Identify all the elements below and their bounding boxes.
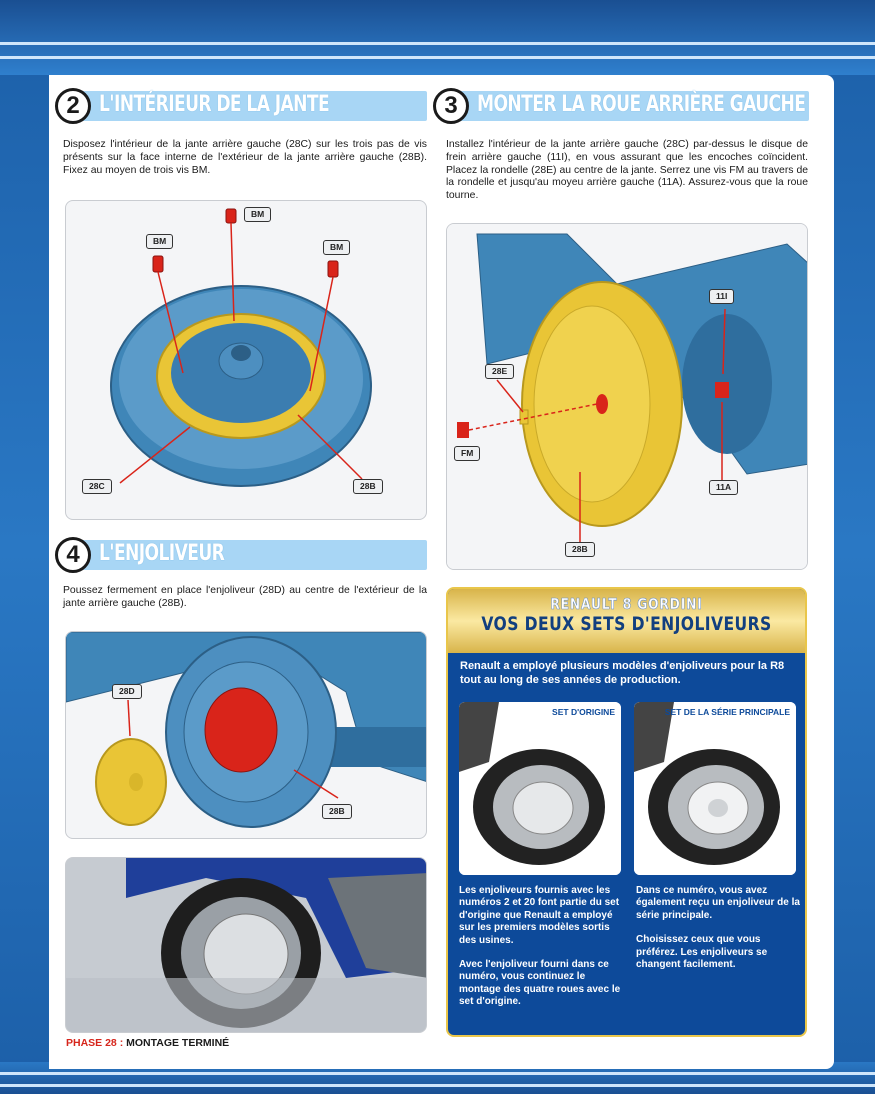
step-2-number: 2 [55, 88, 91, 124]
rear-wheel-illustration [447, 224, 807, 569]
part-label-bm: BM [323, 240, 351, 255]
part-label-fm: FM [454, 446, 481, 461]
main-series-paragraph: Dans ce numéro, vous avez également reçu… [636, 885, 800, 921]
part-label-bm: BM [146, 234, 174, 249]
step-4-number: 4 [55, 537, 91, 573]
step-4-header: L'ENJOLIVEUR 4 [55, 537, 427, 573]
main-series-set-photo: SET DE LA SÉRIE PRINCIPALE [634, 702, 796, 875]
sidebar-intro: Renault a employé plusieurs modèles d'en… [460, 660, 785, 686]
part-label-28b: 28B [353, 479, 383, 494]
step-3-header: MONTER LA ROUE ARRIÈRE GAUCHE 3 [433, 88, 809, 124]
step-4-title: L'ENJOLIVEUR [99, 541, 225, 566]
step-3-figure: 11I 28E FM 11A 28B [446, 223, 808, 570]
instruction-page: L'INTÉRIEUR DE LA JANTE 2 Disposez l'int… [49, 75, 834, 1069]
part-label-28b: 28B [565, 542, 595, 557]
step-title-bar: L'INTÉRIEUR DE LA JANTE [77, 91, 427, 121]
step-3-title: MONTER LA ROUE ARRIÈRE GAUCHE [477, 92, 806, 117]
header-band [0, 0, 875, 75]
part-label-28d: 28D [112, 684, 142, 699]
hubcap-illustration [66, 632, 426, 828]
original-hubcap-photo [459, 702, 621, 875]
original-set-photo: SET D'ORIGINE [459, 702, 621, 875]
divider [0, 56, 875, 59]
main-series-text: Dans ce numéro, vous avez également reçu… [636, 885, 801, 983]
part-label-11a: 11A [709, 480, 739, 495]
original-set-paragraph: Avec l'enjoliveur fourni dans ce numéro,… [459, 959, 621, 1008]
divider [0, 1072, 875, 1075]
main-series-paragraph: Choisissez ceux que vous préférez. Les e… [636, 934, 768, 971]
divider [0, 1084, 875, 1087]
step-4-text: Poussez fermement en place l'enjoliveur … [63, 585, 427, 609]
sidebar-title: VOS DEUX SETS D'ENJOLIVEURS [481, 613, 772, 635]
step-title-bar: MONTER LA ROUE ARRIÈRE GAUCHE [455, 91, 809, 121]
hubcap-sets-sidebar: RENAULT 8 GORDINI VOS DEUX SETS D'ENJOLI… [446, 587, 807, 1037]
sidebar-subtitle: RENAULT 8 GORDINI [550, 595, 703, 614]
part-label-bm: BM [244, 207, 272, 222]
wheel-assembly-illustration [110, 208, 372, 487]
part-label-28c: 28C [82, 479, 112, 494]
step-title-bar: L'ENJOLIVEUR [77, 540, 427, 570]
main-series-set-caption: SET DE LA SÉRIE PRINCIPALE [664, 707, 790, 717]
final-assembly-photo [65, 857, 427, 1033]
phase-caption: PHASE 28 : MONTAGE TERMINÉ [66, 1037, 229, 1049]
step-2-header: L'INTÉRIEUR DE LA JANTE 2 [55, 88, 427, 124]
sidebar-banner: RENAULT 8 GORDINI VOS DEUX SETS D'ENJOLI… [448, 589, 805, 653]
step-2-text: Disposez l'intérieur de la jante arrière… [63, 139, 427, 176]
main-series-hubcap-photo [634, 702, 796, 875]
step-2-title: L'INTÉRIEUR DE LA JANTE [99, 92, 330, 117]
part-label-28b: 28B [322, 804, 352, 819]
step-3-text: Installez l'intérieur de la jante arrièr… [446, 139, 808, 202]
original-set-text: Les enjoliveurs fournis avec les numéros… [459, 885, 624, 1021]
original-set-paragraph: Les enjoliveurs fournis avec les numéros… [459, 885, 620, 946]
step-3-number: 3 [433, 88, 469, 124]
step-2-figure: BM BM BM 28C 28B [65, 200, 427, 520]
step-4-figure: 28D 28B [65, 631, 427, 839]
phase-number: PHASE 28 : [66, 1037, 124, 1049]
part-label-28e: 28E [485, 364, 515, 379]
part-label-11i: 11I [709, 289, 735, 304]
phase-label: MONTAGE TERMINÉ [126, 1037, 230, 1049]
divider [0, 42, 875, 45]
finished-car-photo [66, 858, 426, 1032]
original-set-caption: SET D'ORIGINE [552, 707, 615, 717]
